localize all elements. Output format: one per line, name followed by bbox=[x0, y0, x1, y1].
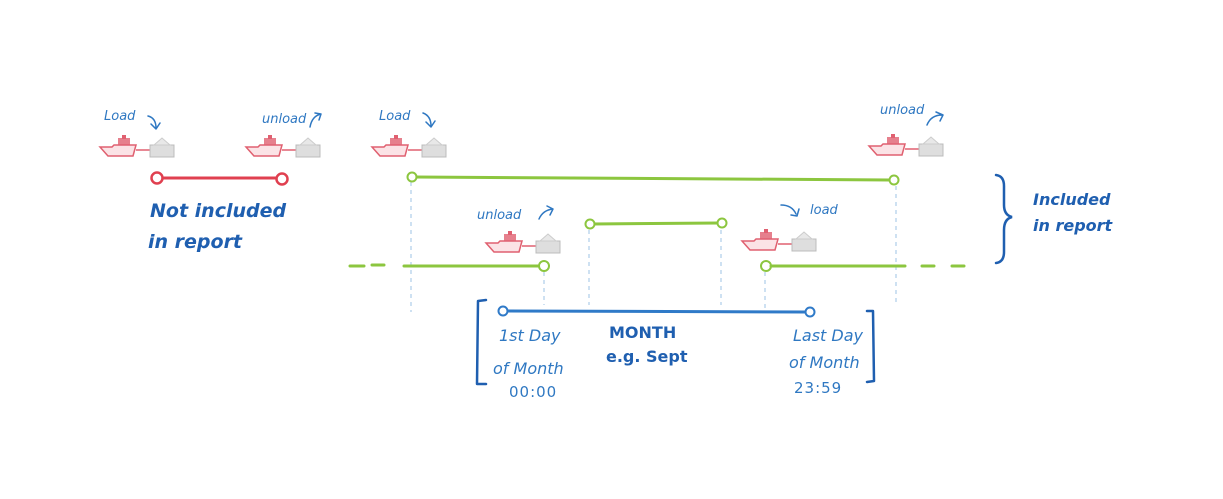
arrow-icon bbox=[780, 204, 800, 217]
unload-label: unload bbox=[880, 103, 925, 118]
month-example: e.g. Sept bbox=[606, 347, 688, 366]
month-right-bracket bbox=[865, 309, 876, 384]
last-day-label: Last Day bbox=[793, 326, 864, 345]
arrow-icon bbox=[422, 112, 436, 128]
not-included-subtitle: in report bbox=[148, 231, 243, 253]
included-range-left bbox=[348, 260, 550, 272]
arrow-icon bbox=[147, 115, 161, 130]
month-title: MONTH bbox=[609, 323, 677, 342]
included-range-long bbox=[406, 171, 900, 186]
load-label: Load bbox=[104, 109, 136, 124]
ship-icon bbox=[370, 135, 447, 158]
ship-icon bbox=[740, 229, 817, 252]
first-day-time: 00:00 bbox=[509, 383, 558, 401]
last-day-time: 23:59 bbox=[794, 379, 843, 397]
included-subtitle: in report bbox=[1033, 216, 1113, 235]
month-range bbox=[475, 298, 876, 386]
load-label: Load bbox=[379, 109, 411, 124]
ship-icon bbox=[244, 135, 321, 158]
included-range-right bbox=[760, 260, 966, 272]
month-left-bracket bbox=[475, 298, 488, 386]
included-title: Included bbox=[1033, 190, 1111, 209]
included-range-inner bbox=[584, 217, 728, 230]
first-day-sublabel: of Month bbox=[493, 359, 564, 378]
not-included-range bbox=[150, 171, 289, 186]
ship-icon bbox=[98, 135, 175, 158]
not-included-title: Not included bbox=[150, 200, 287, 222]
ship-icon bbox=[484, 231, 561, 254]
arrow-icon bbox=[309, 112, 322, 128]
unload-label: unload bbox=[262, 112, 307, 127]
load-label: load bbox=[810, 203, 838, 218]
arrow-icon bbox=[926, 111, 944, 126]
brace-icon bbox=[994, 173, 1013, 265]
unload-label: unload bbox=[477, 208, 522, 223]
first-day-label: 1st Day bbox=[499, 326, 561, 345]
guide-lines bbox=[410, 182, 897, 312]
last-day-sublabel: of Month bbox=[789, 353, 860, 372]
arrow-icon bbox=[538, 205, 554, 220]
ship-icon bbox=[867, 134, 944, 157]
